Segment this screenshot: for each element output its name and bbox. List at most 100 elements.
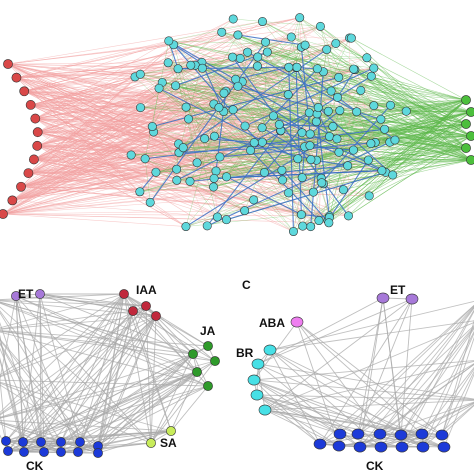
inner-mesh-edge xyxy=(213,94,289,179)
panel-b-node xyxy=(192,367,202,377)
inner-mesh-edge xyxy=(152,112,310,127)
right-link-edge xyxy=(371,75,472,113)
inner-mesh-edge xyxy=(329,105,375,218)
panel-c-edge xyxy=(422,404,474,448)
left-link-edge xyxy=(2,213,330,217)
panel-c-edge xyxy=(253,379,321,445)
center-group-node xyxy=(243,47,253,57)
center-group-node xyxy=(376,114,386,124)
center-group-node xyxy=(274,120,284,130)
right-group-node xyxy=(461,95,471,105)
inner-link-edge xyxy=(316,113,330,218)
center-group-node xyxy=(215,152,225,162)
panel-c-edge xyxy=(359,306,474,448)
panel-b-node xyxy=(75,437,85,447)
inner-mesh-edge xyxy=(176,81,243,170)
center-group-node xyxy=(214,103,224,113)
left-link-edge xyxy=(2,156,220,215)
left-group-node xyxy=(0,209,8,219)
left-link-edge xyxy=(2,191,314,215)
inner-mesh-edge xyxy=(213,71,324,188)
panel-c-edge xyxy=(319,433,381,445)
panel-b-edge xyxy=(40,371,198,443)
inner-mesh-edge xyxy=(221,32,319,108)
left-link-edge xyxy=(28,44,174,174)
panel-b-edge xyxy=(60,310,134,443)
left-link-edge xyxy=(16,31,222,78)
left-link-edge xyxy=(35,118,177,170)
panel-b-edge xyxy=(0,302,209,387)
left-link-edge xyxy=(37,34,239,133)
left-link-edge xyxy=(2,210,245,215)
inner-mesh-edge xyxy=(213,132,303,179)
left-link-edge xyxy=(2,183,324,215)
panel-c-edge xyxy=(256,394,402,436)
inner-mesh-edge xyxy=(131,154,329,221)
right-link-edge xyxy=(351,37,467,101)
right-link-edge xyxy=(213,103,472,161)
inner-mesh-edge xyxy=(282,113,318,181)
center-group-node xyxy=(308,187,318,197)
panel-c-edge xyxy=(379,307,474,435)
inner-mesh-edge xyxy=(140,49,327,75)
panel-c-node xyxy=(251,358,265,370)
inner-mesh-edge xyxy=(201,62,280,125)
inner-link-edge xyxy=(317,107,394,176)
panel-b-edge xyxy=(150,360,216,444)
center-group-node xyxy=(136,103,146,113)
inner-mesh-edge xyxy=(221,31,266,43)
panel-c-edge xyxy=(257,363,445,448)
left-group-node xyxy=(25,100,36,110)
panel-b-node xyxy=(203,381,213,391)
inner-mesh-edge xyxy=(162,82,324,184)
center-group-node xyxy=(140,154,150,164)
panel-c-node xyxy=(351,428,365,440)
inner-link-edge xyxy=(175,51,268,87)
inner-mesh-edge xyxy=(186,106,317,122)
inner-mesh-edge xyxy=(153,106,187,133)
left-link-edge xyxy=(33,68,179,160)
inner-mesh-edge xyxy=(178,111,357,153)
inner-mesh-edge xyxy=(140,65,191,108)
left-link-edge xyxy=(2,66,298,215)
inner-mesh-edge xyxy=(280,130,354,151)
center-group-node xyxy=(298,221,308,231)
panel-b-edge xyxy=(22,315,157,443)
inner-mesh-edge xyxy=(216,170,282,172)
center-group-node xyxy=(240,206,250,216)
inner-mesh-edge xyxy=(245,125,395,141)
center-group-node xyxy=(277,165,287,175)
left-group-node xyxy=(32,140,43,151)
inner-mesh-edge xyxy=(168,62,385,130)
inner-mesh-edge xyxy=(299,17,354,70)
left-group-node xyxy=(23,168,34,178)
inner-mesh-edge xyxy=(316,37,350,114)
inner-link-edge xyxy=(185,136,330,228)
center-group-node xyxy=(352,107,362,117)
inner-mesh-edge xyxy=(178,86,239,144)
panel-b-edge xyxy=(39,293,45,453)
center-group-node xyxy=(145,197,155,207)
panel-c-edge xyxy=(382,297,403,448)
right-link-edge xyxy=(296,66,472,161)
left-link-edge xyxy=(2,51,268,215)
panel-b-edge xyxy=(97,353,194,447)
inner-mesh-edge xyxy=(223,111,369,161)
right-link-edge xyxy=(329,111,472,218)
inner-link-edge xyxy=(219,141,376,158)
inner-mesh-edge xyxy=(178,86,239,153)
right-link-edge xyxy=(328,110,472,161)
top-network-edges xyxy=(2,17,472,232)
center-group-node xyxy=(172,164,182,174)
inner-mesh-edge xyxy=(226,67,297,177)
center-group-node xyxy=(178,143,188,153)
inner-mesh-edge xyxy=(168,40,198,163)
inner-mesh-edge xyxy=(219,43,337,158)
left-link-edge xyxy=(24,40,169,92)
right-link-edge xyxy=(320,26,467,149)
center-group-node xyxy=(313,103,323,113)
center-group-node xyxy=(364,191,374,201)
inner-mesh-edge xyxy=(328,139,396,223)
left-link-edge xyxy=(2,179,283,215)
